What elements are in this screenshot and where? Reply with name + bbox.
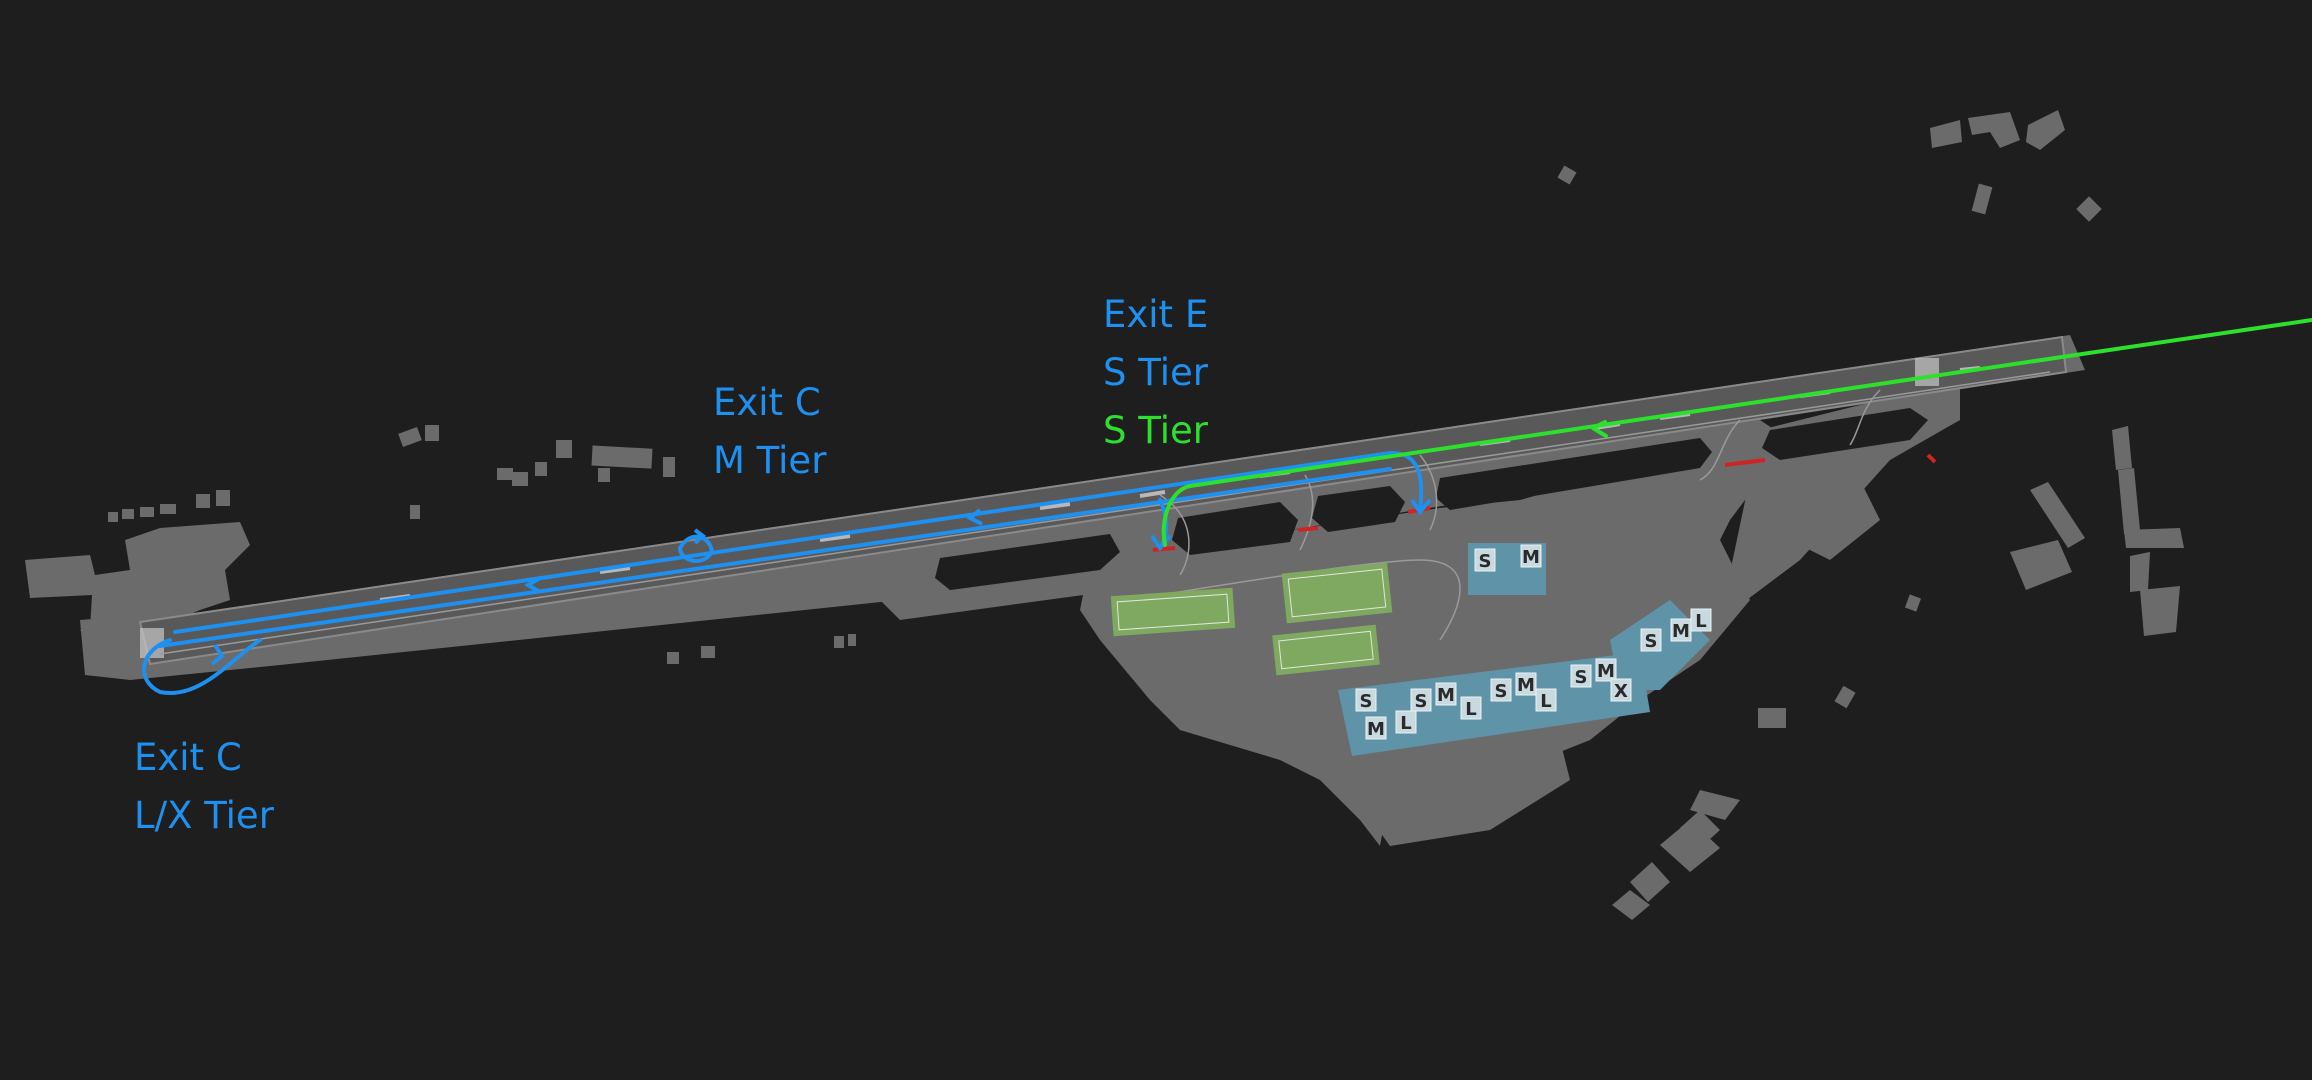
stand-marker xyxy=(1355,688,1377,712)
stand-marker xyxy=(1460,696,1482,720)
exit-c-west-tier: L/X Tier xyxy=(134,794,274,837)
exit-e-tier-green: S Tier xyxy=(1103,409,1208,452)
stand-marker xyxy=(1595,658,1617,682)
stand-size-letter: M xyxy=(1522,547,1540,568)
stand-marker xyxy=(1690,608,1712,632)
stand-marker xyxy=(1610,678,1632,702)
stand-size-letter: S xyxy=(1645,631,1658,652)
stand-size-letter: S xyxy=(1415,691,1428,712)
stand-marker xyxy=(1395,710,1417,734)
label-exit-e: Exit E S Tier S Tier xyxy=(1103,286,1208,460)
stand-marker xyxy=(1410,688,1432,712)
stand-size-letter: M xyxy=(1367,719,1385,740)
stand-size-letter: L xyxy=(1695,611,1706,632)
stand-marker xyxy=(1365,716,1387,740)
stand-size-letter: L xyxy=(1400,713,1411,734)
exit-c-mid-tier: M Tier xyxy=(713,439,827,482)
stand-marker xyxy=(1515,672,1537,696)
exit-e-tier-blue: S Tier xyxy=(1103,351,1208,394)
blue-route-arrows xyxy=(210,498,1432,666)
stand-size-letter: S xyxy=(1479,551,1492,572)
label-exit-c-mid: Exit C M Tier xyxy=(713,374,826,490)
stand-marker xyxy=(1435,682,1457,706)
stand-size-letter: M xyxy=(1517,675,1535,696)
stand-size-letter: L xyxy=(1540,691,1551,712)
stand-marker xyxy=(1490,678,1512,702)
outlying-buildings xyxy=(108,110,2184,920)
exit-e-name: Exit E xyxy=(1103,293,1209,336)
stand-size-letter: M xyxy=(1672,621,1690,642)
blue-taxi-route xyxy=(142,450,1424,696)
green-taxi-route xyxy=(1161,318,2312,547)
stand-size-letter: M xyxy=(1597,661,1615,682)
stand-size-letter: L xyxy=(1465,699,1476,720)
stand-size-letter: X xyxy=(1614,681,1628,702)
stand-marker xyxy=(1474,548,1496,572)
taxiway-infield xyxy=(935,408,1928,590)
stand-size-letter: S xyxy=(1575,667,1588,688)
stand-marker xyxy=(1520,544,1542,568)
stand-size-letter: S xyxy=(1495,681,1508,702)
stand-size-letter: M xyxy=(1437,685,1455,706)
stand-size-letter: S xyxy=(1360,691,1373,712)
exit-c-west-name: Exit C xyxy=(134,736,242,779)
stand-marker xyxy=(1570,664,1592,688)
exit-c-mid-name: Exit C xyxy=(713,381,821,424)
remote-stands xyxy=(1110,562,1393,676)
label-exit-c-west: Exit C L/X Tier xyxy=(134,729,274,845)
stand-marker xyxy=(1535,688,1557,712)
stand-marker xyxy=(1640,628,1662,652)
